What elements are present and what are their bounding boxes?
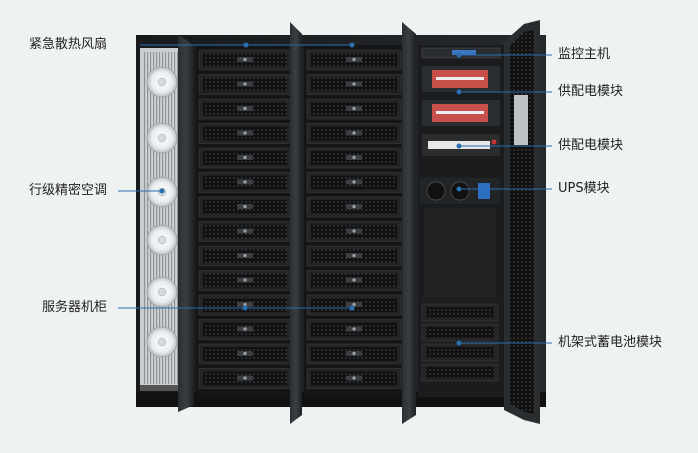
label-pdu-module-1: 供配电模块 [558,84,624,99]
server-unit [306,147,402,169]
server-unit [198,343,292,365]
label-monitor-host: 监控主机 [558,47,611,62]
server-unit [306,98,402,120]
server-unit [198,98,292,120]
server-unit [198,294,292,316]
fan-icon [146,122,178,154]
server-unit [306,343,402,365]
label-battery-module: 机架式蓄电池模块 [558,335,663,350]
battery-unit [421,363,499,382]
server-unit [198,172,292,193]
label-server-cabinet: 服务器机柜 [42,300,108,315]
server-unit [198,123,292,144]
battery-unit [421,303,499,322]
server-unit [306,368,402,389]
server-unit [198,270,292,291]
server-unit [306,270,402,291]
server-unit [306,294,402,316]
server-unit [198,221,292,242]
server-unit [306,49,402,71]
server-unit [306,172,402,193]
server-unit [306,123,402,144]
server-door-2 [402,22,416,424]
fan-icon [146,176,178,208]
fan-icon [146,276,178,308]
server-unit [198,49,292,71]
server-unit [198,319,292,340]
server-unit [306,221,402,242]
label-ups-module: UPS模块 [558,181,610,196]
label-precision-ac: 行级精密空调 [29,183,108,198]
server-unit [306,319,402,340]
server-cabinet-2 [304,45,404,397]
server-unit [198,147,292,169]
server-cabinet-1 [196,45,294,397]
server-unit [306,245,402,267]
server-unit [306,196,402,218]
server-door-1 [290,22,302,424]
label-emergency-fan: 紧急散热风扇 [29,37,108,52]
ac-door [178,35,194,412]
power-cabinet [418,45,506,397]
server-unit [306,74,402,95]
server-unit [198,196,292,218]
battery-unit [421,323,499,342]
label-pdu-module-2: 供配电模块 [558,138,624,153]
battery-unit [421,343,499,362]
fan-icon [146,224,178,256]
server-unit [198,245,292,267]
fan-icon [146,66,178,98]
server-unit [198,368,292,389]
precision-ac-unit [140,48,184,391]
server-unit [198,74,292,95]
fan-icon [146,326,178,358]
